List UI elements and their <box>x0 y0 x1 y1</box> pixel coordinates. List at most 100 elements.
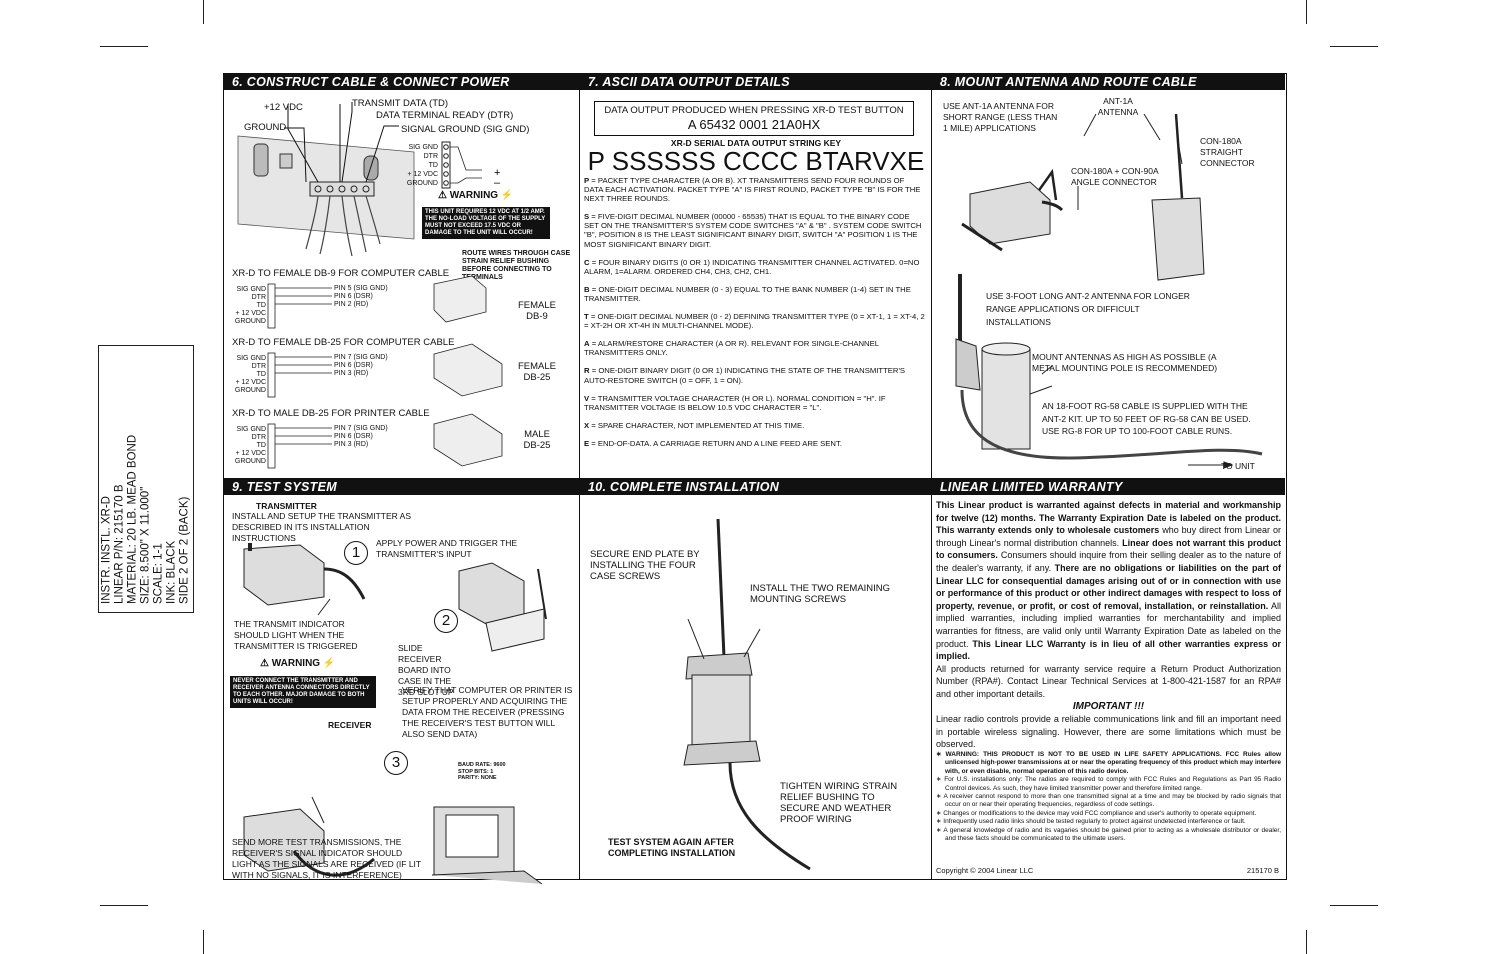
key-item: R = ONE-DIGIT BINARY DIGIT (0 OR 1) INDI… <box>584 366 925 384</box>
warning-heading: ⚠ WARNING ⚡ <box>438 190 513 201</box>
key-letter: R <box>584 366 590 376</box>
warranty-bullet: ∗ For U.S. installations only: The radio… <box>936 776 1281 793</box>
warranty-bold: Linear does not warrant this product to … <box>936 537 1282 561</box>
warranty-text: Consumers should inquire from their sell… <box>936 550 1282 573</box>
key-letter: T <box>584 312 589 322</box>
terminal-label: + 12 VDC <box>235 379 266 386</box>
bullet-icon: ∗ <box>936 792 942 800</box>
section-9-title: 9. TEST SYSTEM <box>224 479 579 495</box>
screen-line: BAUD RATE: 9600 <box>458 762 506 768</box>
key-letter: V <box>584 393 590 403</box>
important-heading: IMPORTANT !!! <box>1072 700 1145 712</box>
antenna-warning-box: NEVER CONNECT THE TRANSMITTER AND RECEIV… <box>230 676 376 708</box>
terminal-label: SIG GND <box>236 286 266 293</box>
power-board-illustration: + – <box>237 102 501 257</box>
antenna-illustration <box>955 113 1263 469</box>
terminal-label: SIG GND <box>408 144 438 151</box>
section-9: 9. TEST SYSTEM TRANSMITTER INSTALL AND S… <box>224 479 580 885</box>
db9-title: XR-D TO FEMALE DB-9 FOR COMPUTER CABLE <box>232 268 450 279</box>
bullet-icon: ∗ <box>936 826 942 834</box>
key-description: = TRANSMITTER VOLTAGE CHARACTER (H OR L)… <box>584 393 886 412</box>
db9-connector-label: FEMALE DB-9 <box>517 300 556 322</box>
section-7: 7. ASCII DATA OUTPUT DETAILS DATA OUTPUT… <box>580 74 932 479</box>
section-6-title: 6. CONSTRUCT CABLE & CONNECT POWER <box>224 74 579 90</box>
slide-receiver-note: SLIDE RECEIVER BOARD INTO CASE IN THE 3R… <box>398 643 454 697</box>
key-item: E = END-OF-DATA. A CARRIAGE RETURN AND A… <box>584 439 925 448</box>
apply-power-note: APPLY POWER AND TRIGGER THE TRANSMITTER'… <box>376 538 518 559</box>
con180-label: CON-180A STRAIGHT CONNECTOR <box>1200 136 1255 168</box>
key-descriptions: P = PACKET TYPE CHARACTER (A OR B). XT T… <box>584 176 925 457</box>
pin-label: PIN 2 (RD) <box>334 301 369 308</box>
key-description: = PACKET TYPE CHARACTER (A OR B). XT TRA… <box>584 176 921 204</box>
crop-mark <box>203 930 204 954</box>
terminal-label: TD <box>256 442 266 449</box>
label-12vdc: +12 VDC <box>264 102 303 113</box>
spec-line: INK: BLACK <box>165 540 178 604</box>
lightning-icon: ⚡ <box>322 658 336 669</box>
verify-note: VERIFY THAT COMPUTER OR PRINTER IS SETUP… <box>402 685 573 739</box>
key-description: = FIVE-DIGIT DECIMAL NUMBER (00000 - 655… <box>584 212 922 249</box>
step-2-badge: 2 <box>434 609 458 633</box>
ant2-use-note: USE 3-FOOT LONG ANT-2 ANTENNA FOR LONGER… <box>986 291 1190 327</box>
label-transmit: TRANSMIT DATA (TD) <box>352 98 449 109</box>
crop-mark <box>1306 0 1307 24</box>
terminal-label: SIG GND <box>236 355 266 362</box>
label-siggnd: SIGNAL GROUND (SIG GND) <box>401 124 530 135</box>
ant1a-label: ANT-1A ANTENNA <box>1097 96 1139 117</box>
crop-mark <box>1330 46 1378 47</box>
key-letter: P <box>584 176 590 185</box>
key-description: = END-OF-DATA. A CARRIAGE RETURN AND A L… <box>589 438 842 448</box>
pin-label: PIN 6 (DSR) <box>334 362 373 369</box>
terminal-label: GROUND <box>234 387 266 394</box>
terminal-label: GROUND <box>406 180 438 187</box>
step-3-badge: 3 <box>384 751 408 775</box>
send-more-note: SEND MORE TEST TRANSMISSIONS, THE RECEIV… <box>232 837 421 880</box>
section-7-title: 7. ASCII DATA OUTPUT DETAILS <box>580 74 931 90</box>
crop-mark <box>203 0 204 24</box>
test-again-note: TEST SYSTEM AGAIN AFTER COMPLETING INSTA… <box>608 837 736 858</box>
copyright: Copyright © 2004 Linear LLC <box>936 866 1034 875</box>
warranty-bullet: ∗ A receiver cannot respond to more than… <box>936 793 1281 810</box>
bullet-text: WARNING: THIS PRODUCT IS NOT TO BE USED … <box>945 750 1282 775</box>
cable-wiring-diagrams <box>267 275 503 469</box>
pin-label: PIN 3 (RD) <box>334 441 369 448</box>
rpa-paragraph: All products returned for warranty servi… <box>936 663 1281 699</box>
key-item: P = PACKET TYPE CHARACTER (A OR B). XT T… <box>584 176 925 203</box>
terminal-label: DTR <box>251 434 266 441</box>
db25m-title: XR-D TO MALE DB-25 FOR PRINTER CABLE <box>232 408 430 419</box>
indicator-note: THE TRANSMIT INDICATOR SHOULD LIGHT WHEN… <box>234 619 358 651</box>
to-unit-label: TO UNIT <box>1221 461 1255 471</box>
crop-mark <box>1330 905 1378 906</box>
terminal-label: DTR <box>251 294 266 301</box>
terminal-labels: SIG GND DTR TD + 12 VDC GROUND <box>394 143 438 188</box>
bullet-icon: ∗ <box>936 750 942 758</box>
warning-label: WARNING <box>271 658 321 669</box>
bullet-text: Infrequently used radio links should be … <box>943 818 1246 826</box>
bullet-icon: ∗ <box>936 818 942 826</box>
db25m-pins: PIN 7 (SIG GND)PIN 6 (DSR)PIN 3 (RD) <box>334 425 388 449</box>
terminal-label: GROUND <box>234 458 266 465</box>
section-10-title: 10. COMPLETE INSTALLATION <box>580 479 931 495</box>
bullet-text: A general knowledge of radio and its vag… <box>943 826 1281 842</box>
label-ground: GROUND <box>244 122 287 133</box>
spec-line: INSTR. INSTL. XR-D <box>100 496 113 604</box>
key-description: = SPARE CHARACTER, NOT IMPLEMENTED AT TH… <box>589 420 805 430</box>
svg-text:+: + <box>494 167 500 179</box>
power-warning-box: THIS UNIT REQUIRES 12 VDC AT 1/2 AMP. TH… <box>422 207 550 239</box>
pin-label: PIN 5 (SIG GND) <box>334 285 388 292</box>
key-item: C = FOUR BINARY DIGITS (0 OR 1) INDICATI… <box>584 258 925 276</box>
terminal-label: TD <box>428 162 438 169</box>
lightning-icon: ⚡ <box>500 190 514 201</box>
bullet-icon: ∗ <box>936 809 942 817</box>
warranty-title: LINEAR LIMITED WARRANTY <box>932 479 1285 495</box>
key-description: = ONE-DIGIT DECIMAL NUMBER (0 - 3) EQUAL… <box>584 284 911 303</box>
output-example-value: A 65432 0001 21A0HX <box>687 117 821 132</box>
cable-note: AN 18-FOOT RG-58 CABLE IS SUPPLIED WITH … <box>1042 401 1251 436</box>
label-dtr: DATA TERMINAL READY (DTR) <box>376 110 514 121</box>
db9-pins: PIN 5 (SIG GND)PIN 6 (DSR)PIN 2 (RD) <box>334 285 388 309</box>
terminal-label: DTR <box>251 363 266 370</box>
test-system-illustration <box>243 543 547 885</box>
warning-triangle-icon: ⚠ <box>260 658 269 669</box>
print-spec-text: INSTR. INSTL. XR-D LINEAR P/N: 215170 B … <box>101 354 192 604</box>
